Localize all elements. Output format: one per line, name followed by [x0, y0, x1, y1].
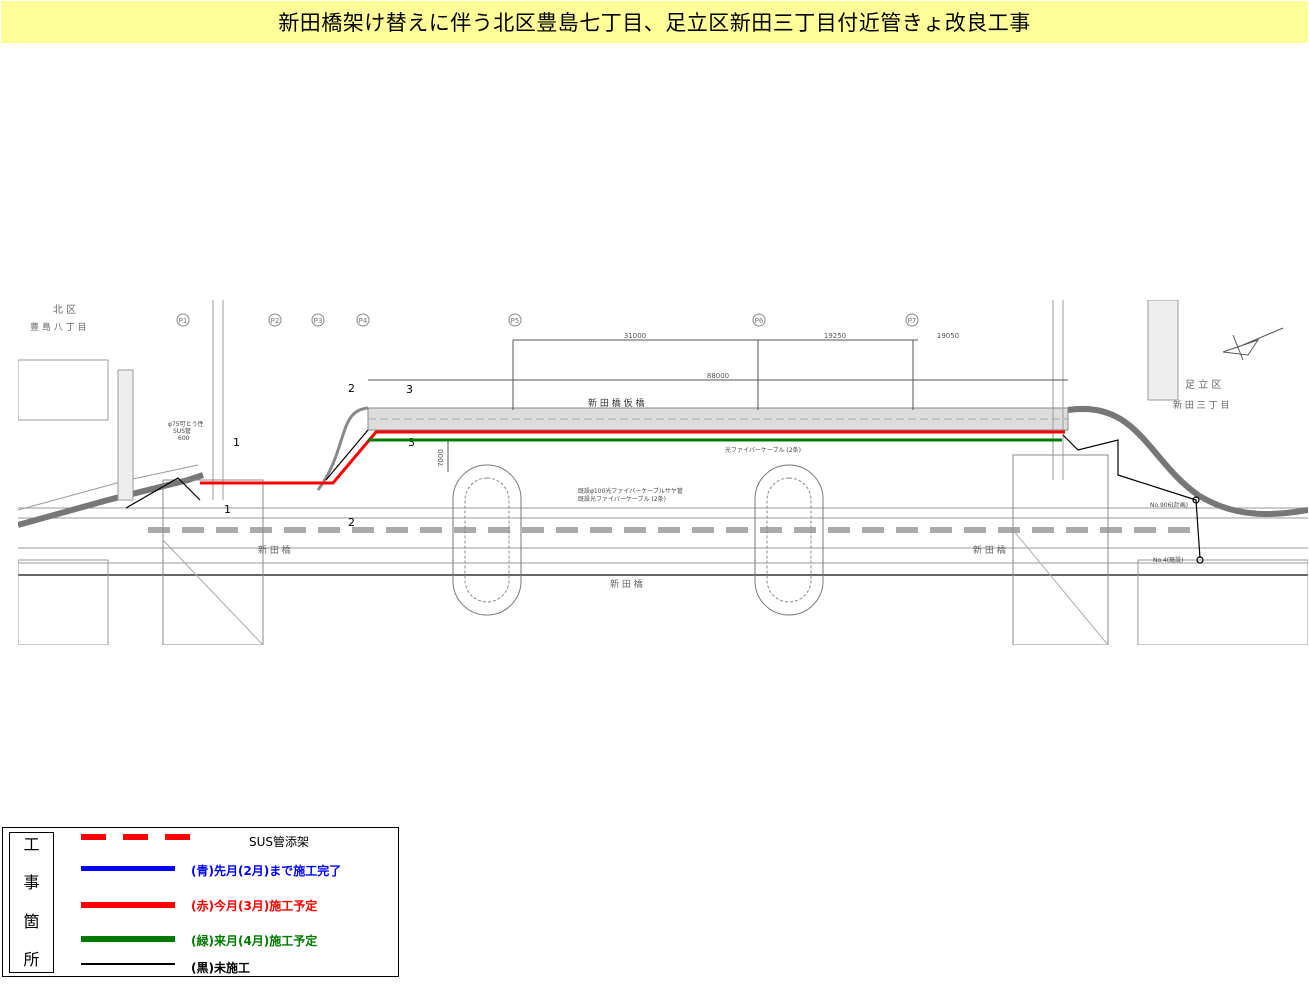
manhole-label: No.906(計画): [1150, 501, 1188, 509]
bridge-label: 新 田 橋: [973, 544, 1006, 556]
dashed-red-swatch: [81, 834, 191, 840]
blue-swatch: [81, 866, 175, 871]
dimension-label: 31000: [624, 332, 646, 340]
pier-label: P6: [755, 317, 764, 325]
pier-label: P7: [908, 317, 917, 325]
side-label-char: 工: [23, 835, 40, 854]
legend-side-label: 工 事 箇 所: [9, 832, 54, 973]
temp-bridge-label: 新 田 橋 仮 橋: [588, 397, 644, 409]
red-swatch: [81, 902, 175, 908]
left-ward-label: 北 区: [53, 304, 76, 316]
manhole-label: No.4(既設): [1153, 556, 1183, 564]
legend-label: (青)先月(2月)まで施工完了: [191, 864, 342, 878]
bridge-label: 新 田 橋: [258, 544, 291, 556]
section-marker: 3: [408, 436, 415, 449]
sus-label: 600: [178, 435, 190, 442]
cable-label: 既設光ファイバーケーブル (2条): [578, 495, 666, 503]
sus-label: φ75可とう性: [168, 420, 204, 428]
left-district-label: 豊 島 八 丁 目: [30, 321, 86, 333]
legend-label: (緑)来月(4月)施工予定: [191, 934, 318, 948]
red-pipe-route-march: [200, 430, 1065, 485]
right-ward-label: 足 立 区: [1185, 378, 1221, 391]
side-label-char: 箇: [23, 911, 40, 931]
section-marker: 2: [348, 516, 355, 529]
legend-item-blue: [81, 866, 175, 871]
legend-item-black: [81, 963, 175, 965]
right-district-label: 新 田 三 丁 目: [1173, 399, 1229, 411]
legend-label: (赤)今月(3月)施工予定: [191, 899, 318, 913]
legend-label: (黒)未施工: [191, 961, 250, 975]
dimension-label: 19250: [824, 332, 846, 340]
base-drawing: [18, 300, 1308, 645]
pier-label: P2: [271, 317, 280, 325]
bridge-label: 新 田 橋: [610, 578, 643, 590]
legend: 工 事 箇 所 SUS管添架 (青)先月(2月)まで施工完了 (赤)今月(3月)…: [2, 827, 399, 977]
page-title: 新田橋架け替えに伴う北区豊島七丁目、足立区新田三丁目付近管きょ改良工事: [278, 11, 1031, 35]
black-swatch: [81, 963, 175, 965]
dimension-label: 88000: [707, 372, 729, 380]
title-bar: 新田橋架け替えに伴う北区豊島七丁目、足立区新田三丁目付近管きょ改良工事: [1, 1, 1308, 43]
dimension-label: 19050: [937, 332, 959, 340]
side-label-char: 事: [23, 873, 40, 893]
legend-item-red: [81, 902, 175, 908]
legend-label: SUS管添架: [249, 835, 310, 849]
section-marker: 1: [233, 436, 240, 449]
section-marker: 1: [224, 503, 231, 516]
section-marker: 2: [348, 382, 355, 395]
legend-item-sus: [81, 834, 191, 840]
cable-label: 光ファイバーケーブル (2条): [725, 446, 801, 454]
unbuilt-pipes: [125, 429, 1204, 564]
legend-item-green: [81, 936, 175, 942]
pier-label: P5: [511, 317, 520, 325]
construction-plan-map: P1 P2 P3 P4 P5 P6 P7 88000 31000 19250 1…: [18, 300, 1308, 645]
pier-label: P3: [314, 317, 323, 325]
pier-markers: P1 P2 P3 P4 P5 P6 P7: [176, 313, 919, 327]
pier-label: P1: [179, 317, 188, 325]
section-marker: 3: [406, 383, 413, 396]
pier-label: P4: [359, 317, 368, 325]
sus-label: SUS管: [173, 427, 191, 435]
side-label-char: 所: [23, 949, 40, 969]
cable-label: 既設φ100光ファイバーケーブルサヤ管: [578, 487, 683, 495]
green-swatch: [81, 936, 175, 942]
dimension-label: 7000: [437, 449, 445, 467]
